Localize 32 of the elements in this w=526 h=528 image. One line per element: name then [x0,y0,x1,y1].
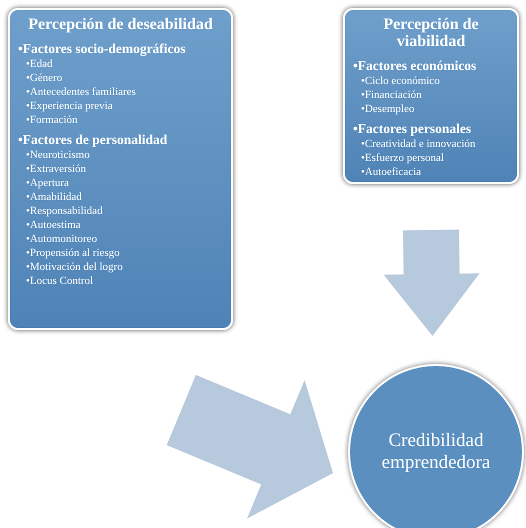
factor-item: •Formación [26,113,78,127]
factor-item: •Amabilidad [26,190,82,204]
factor-item: •Automonitoreo [26,232,98,246]
factor-item: •Ciclo económico [361,74,440,88]
factor-item: •Propensión al riesgo [26,246,120,260]
factor-item: •Responsabilidad [26,204,103,218]
factor-item: •Autoestima [26,218,81,232]
factor-heading: •Factores personales [353,121,472,137]
factor-heading: •Factores socio-demográficos [18,41,186,57]
category-panel [8,8,233,330]
factor-item: •Motivación del logro [26,260,123,274]
factor-item: •Neuroticismo [26,148,90,162]
factor-item: •Antecedentes familiares [26,85,136,99]
circle-label: Credibilidad emprendedora [380,430,492,474]
factor-item: •Edad [26,57,52,71]
factor-item: •Esfuerzo personal [361,151,444,165]
category-panel [343,8,519,184]
panel-heading: Percepción de viabilidad [382,16,480,50]
factor-heading: •Factores de personalidad [18,132,168,148]
block-arrow [384,230,480,336]
factor-item: •Autoeficacia [361,165,422,179]
factor-item: •Apertura [26,176,69,190]
block-arrow [166,374,333,519]
factor-item: •Experiencia previa [26,99,113,113]
factor-item: •Creatividad e innovación [361,137,476,151]
panel-heading: Percepción de deseabilidad [28,16,213,33]
factor-item: •Género [26,71,62,85]
factor-item: •Financiación [361,88,422,102]
factor-heading: •Factores económicos [353,58,476,74]
factor-item: •Locus Control [26,274,94,288]
factor-item: •Desempleo [361,102,414,116]
factor-item: •Extraversión [26,162,86,176]
